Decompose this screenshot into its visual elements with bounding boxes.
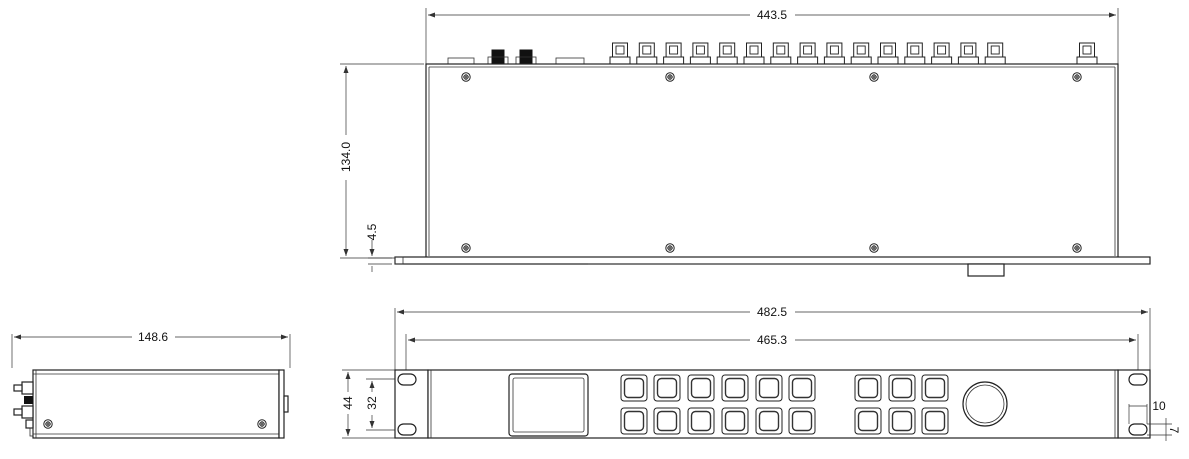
front-panel-button bbox=[721, 407, 749, 435]
front-view: 482.5 465.3 44 32 bbox=[341, 305, 1181, 441]
top-view-body bbox=[425, 63, 1119, 259]
bottom-foot bbox=[967, 263, 1005, 277]
bnc-connector-icon bbox=[797, 42, 819, 65]
top-view-flange bbox=[394, 256, 1151, 265]
side-depth-label: 148.6 bbox=[138, 330, 168, 344]
bnc-connector-icon bbox=[609, 42, 631, 65]
bnc-connector-icon bbox=[770, 42, 792, 65]
front-panel-button bbox=[854, 407, 882, 435]
rear-panel-items bbox=[447, 49, 585, 65]
front-hole-spacing-dimension: 465.3 bbox=[405, 333, 1139, 376]
front-panel-button bbox=[755, 374, 783, 402]
side-view: 148.6 bbox=[11, 330, 291, 439]
screw-icon bbox=[461, 72, 471, 82]
front-panel-button bbox=[687, 407, 715, 435]
bnc-connector-icon bbox=[716, 42, 738, 65]
ear-slot-width-label: 10 bbox=[1152, 399, 1166, 413]
rear-connectors bbox=[609, 42, 1098, 65]
front-overall-width-label: 482.5 bbox=[757, 305, 787, 319]
side-view-body bbox=[32, 369, 280, 439]
front-button-grid bbox=[620, 374, 949, 435]
front-panel-button bbox=[721, 374, 749, 402]
front-height-dimension: 44 bbox=[341, 369, 395, 439]
top-view-screws bbox=[461, 72, 1082, 253]
front-panel-button bbox=[788, 374, 816, 402]
front-panel-button bbox=[755, 407, 783, 435]
bnc-connector-icon bbox=[823, 42, 845, 65]
ear-slot-height-label: 7 bbox=[1167, 427, 1181, 434]
bnc-connector-icon bbox=[663, 42, 685, 65]
screw-icon bbox=[869, 243, 879, 253]
front-panel-button bbox=[888, 374, 916, 402]
screw-icon bbox=[257, 419, 267, 429]
top-width-dimension: 443.5 bbox=[425, 8, 1119, 64]
screw-icon bbox=[665, 72, 675, 82]
screw-icon bbox=[665, 243, 675, 253]
flange-thickness-label: 4.5 bbox=[365, 223, 379, 240]
bnc-connector-icon bbox=[877, 42, 899, 65]
side-depth-dimension: 148.6 bbox=[11, 330, 291, 368]
bnc-connector-icon bbox=[1076, 42, 1098, 65]
top-view: 443.5 134.0 4.5 bbox=[339, 8, 1151, 277]
side-view-screws bbox=[43, 419, 267, 429]
bnc-connector-icon bbox=[931, 42, 953, 65]
bnc-connector-icon bbox=[743, 42, 765, 65]
front-panel-button bbox=[620, 407, 648, 435]
bnc-connector-icon bbox=[984, 42, 1006, 65]
front-panel-button bbox=[921, 374, 949, 402]
front-panel-button bbox=[653, 407, 681, 435]
front-panel-button bbox=[620, 374, 648, 402]
mounting-slots bbox=[397, 373, 1148, 436]
front-panel-button bbox=[788, 407, 816, 435]
front-panel-button bbox=[921, 407, 949, 435]
side-connectors bbox=[13, 381, 34, 437]
bnc-connector-icon bbox=[957, 42, 979, 65]
rotary-encoder-knob bbox=[962, 381, 1008, 427]
screw-icon bbox=[1072, 72, 1082, 82]
top-depth-dimension: 134.0 bbox=[339, 63, 424, 259]
screw-icon bbox=[43, 419, 53, 429]
front-panel-button bbox=[888, 407, 916, 435]
screw-icon bbox=[461, 243, 471, 253]
front-overall-width-dimension: 482.5 bbox=[394, 305, 1151, 372]
bnc-connector-icon bbox=[689, 42, 711, 65]
bnc-connector-icon bbox=[904, 42, 926, 65]
front-hole-spacing-label: 465.3 bbox=[757, 333, 787, 347]
flange-thickness-dimension: 4.5 bbox=[365, 223, 392, 272]
front-panel-button bbox=[854, 374, 882, 402]
screw-icon bbox=[869, 72, 879, 82]
front-panel-button bbox=[687, 374, 715, 402]
bnc-connector-icon bbox=[636, 42, 658, 65]
lcd-display bbox=[508, 373, 589, 437]
top-depth-label: 134.0 bbox=[339, 142, 353, 172]
ear-slot-dimensions: 10 7 bbox=[1128, 399, 1181, 441]
bnc-connector-icon bbox=[850, 42, 872, 65]
top-width-label: 443.5 bbox=[757, 8, 787, 22]
screw-icon bbox=[1072, 243, 1082, 253]
front-hole-vertical-label: 32 bbox=[365, 396, 379, 410]
front-height-label: 44 bbox=[341, 396, 355, 410]
front-panel-button bbox=[653, 374, 681, 402]
